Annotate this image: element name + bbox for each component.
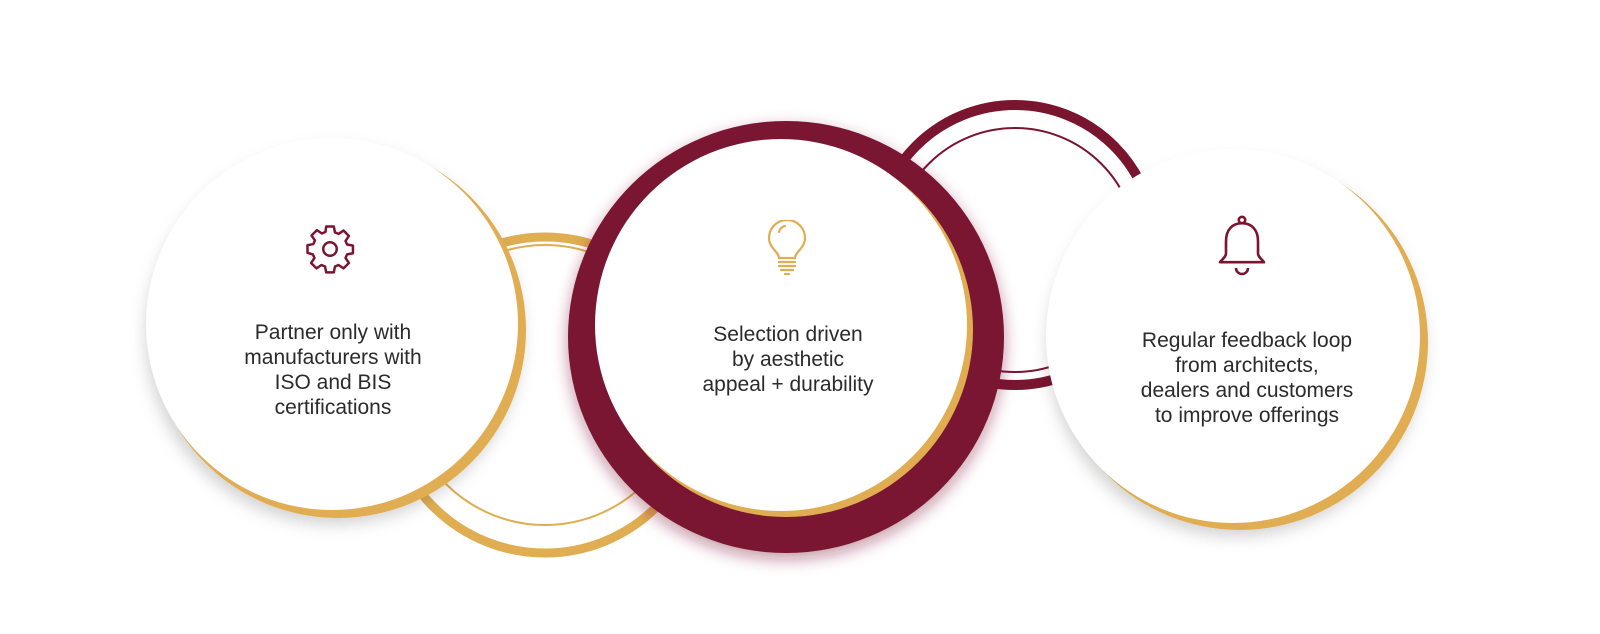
item-3-line: dealers and customers: [1140, 379, 1354, 402]
item-1-line: manufacturers with: [244, 346, 422, 369]
item-2-text: Selection driven by aesthetic appeal + d…: [702, 322, 873, 397]
item-1-line: certifications: [274, 396, 392, 419]
gear-icon: [303, 222, 357, 281]
lightbulb-icon: [765, 218, 809, 281]
item-1-line: Partner only with: [254, 321, 412, 344]
item-1-line: ISO and BIS: [274, 371, 392, 394]
item-3-line: Regular feedback loop: [1141, 329, 1353, 352]
item-3-text: Regular feedback loop from architects, d…: [1141, 328, 1353, 428]
item-2-line: Selection driven: [713, 323, 863, 346]
circle-3: [1046, 149, 1428, 530]
item-1-text: Partner only with manufacturers with ISO…: [244, 320, 421, 420]
item-3-line: to improve offerings: [1154, 404, 1340, 427]
item-2-line: appeal + durability: [702, 373, 874, 396]
item-2-line: by aesthetic: [731, 348, 845, 371]
bell-icon: [1214, 214, 1270, 283]
item-3-line: from architects,: [1175, 354, 1319, 377]
circle-1: [146, 138, 526, 518]
circle-2: [568, 121, 1004, 553]
